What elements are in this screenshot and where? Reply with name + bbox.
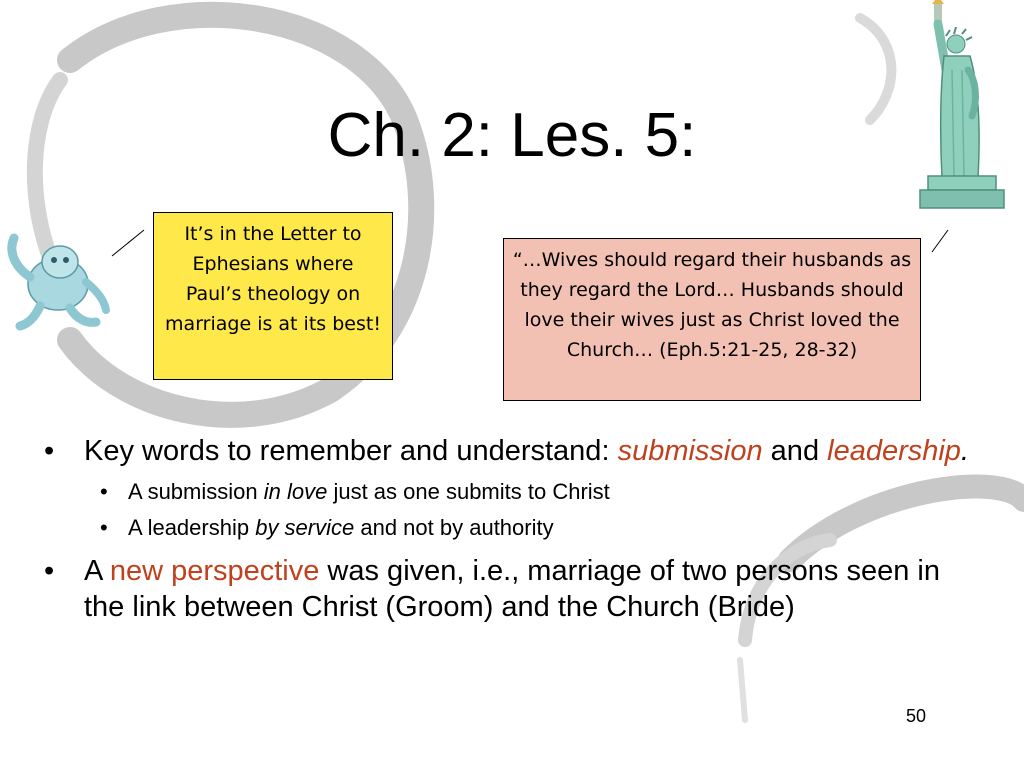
callout-pointer-left — [111, 229, 145, 257]
callout-pointer-right — [931, 229, 949, 253]
swirl-top-right — [855, 13, 897, 125]
sub-bullet-submission: • A submission in love just as one submi… — [44, 477, 984, 507]
statue-of-liberty-icon — [919, 0, 1005, 209]
emphasis-by-service: by service — [255, 515, 355, 540]
emphasis-new-perspective: new perspective — [109, 555, 320, 587]
bullet-text: . — [960, 435, 970, 467]
bullet-text: A — [84, 555, 110, 587]
bullet-dot: • — [44, 435, 55, 467]
swirl-large-left — [57, 1, 435, 428]
emphasis-in-love: in love — [263, 479, 328, 504]
sub-bullet-leadership: • A leadership by service and not by aut… — [44, 513, 984, 543]
bullet-dot: • — [44, 555, 55, 587]
swirl-bottom-right-3 — [737, 657, 748, 723]
bullet-key-words: • Key words to remember and understand: … — [44, 433, 984, 469]
sub-bullet-dot: • — [100, 479, 108, 504]
emphasis-submission: submission — [617, 435, 763, 467]
sub-bullet-text: A submission — [128, 479, 264, 504]
ghost-icon — [7, 233, 110, 331]
bullet-new-perspective: • A new perspective was given, i.e., mar… — [44, 553, 984, 625]
swirl-left-tail — [26, 72, 68, 278]
callout-quote: “…Wives should regard their husbands as … — [503, 238, 921, 401]
sub-bullet-text: just as one submits to Christ — [327, 479, 610, 504]
slide-title: Ch. 2: Les. 5: — [327, 101, 697, 170]
bullet-text: and — [762, 435, 828, 467]
page-number: 50 — [906, 706, 927, 726]
sub-bullet-dot: • — [100, 515, 108, 540]
sub-bullet-text: and not by authority — [354, 515, 554, 540]
bullet-text: Key words to remember and understand: — [84, 435, 618, 467]
callout-ephesians: It’s in the Letter to Ephesians where Pa… — [153, 212, 393, 380]
bullet-list: • Key words to remember and understand: … — [44, 433, 984, 633]
bullet-text: was given, i.e., marriage of two persons… — [84, 555, 940, 623]
sub-bullet-text: A leadership — [128, 515, 256, 540]
emphasis-leadership: leadership — [827, 435, 961, 467]
swirl-bottom-right-2 — [738, 533, 837, 647]
